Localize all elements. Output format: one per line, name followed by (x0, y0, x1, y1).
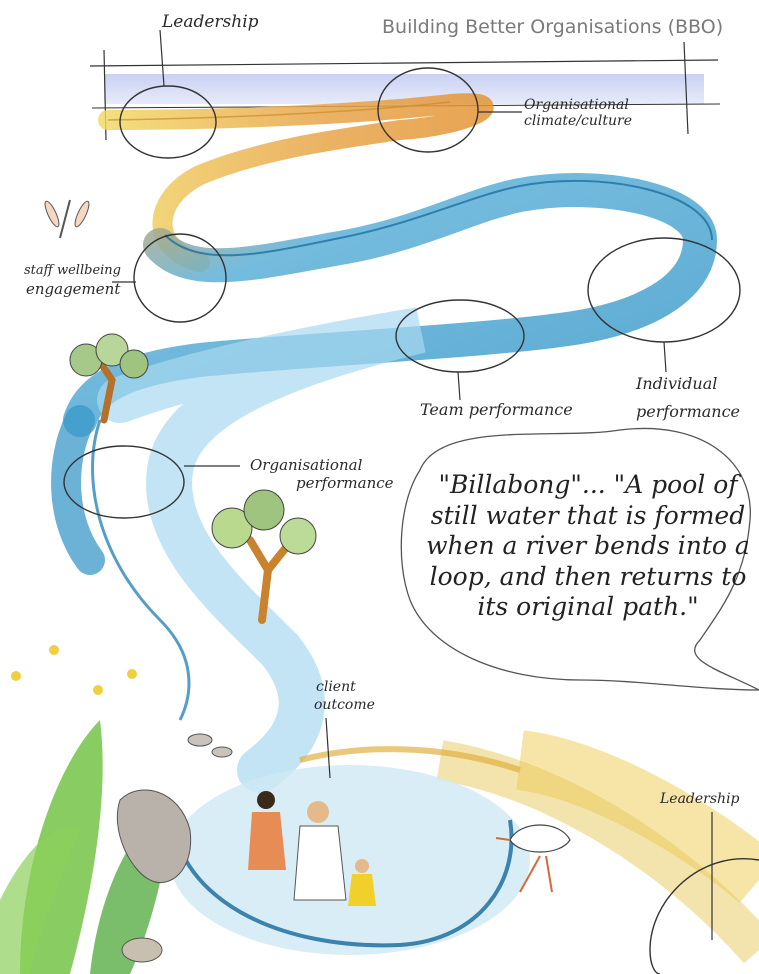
label-staff-line2: engagement (26, 282, 120, 298)
label-org-performance-line1: Organisational (250, 458, 362, 474)
label-team-performance: Team performance (420, 402, 573, 419)
label-client-line2: outcome (314, 698, 375, 713)
label-climate-line1: Organisational (524, 98, 629, 113)
label-individual-line2: performance (636, 404, 740, 421)
billabong-quote: "Billabong"... "A pool of still water th… (418, 470, 758, 623)
label-org-performance-line2: performance (296, 476, 394, 492)
label-staff-line1: staff wellbeing (24, 264, 121, 278)
label-leadership-bottom: Leadership (660, 792, 740, 807)
label-leadership-top: Leadership (162, 14, 259, 32)
frog-icon (122, 938, 162, 962)
page-title: Building Better Organisations (BBO) (382, 16, 723, 38)
dragonfly-icon (42, 200, 91, 238)
label-climate-line2: climate/culture (524, 114, 632, 129)
label-client-line1: client (316, 680, 356, 695)
label-individual-line1: Individual (636, 376, 717, 393)
